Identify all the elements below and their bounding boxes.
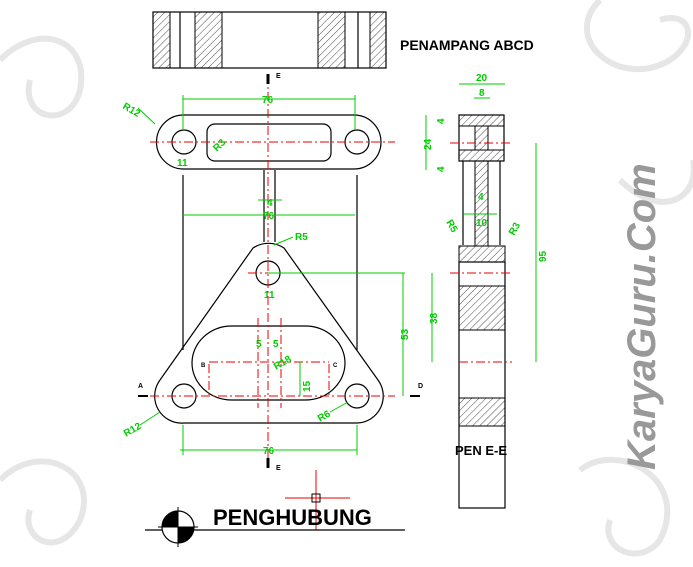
- mark-a: A: [138, 383, 143, 390]
- mark-d: D: [418, 383, 423, 390]
- side-dim-20: 20: [476, 73, 488, 84]
- dim-stem-4: 4: [267, 198, 273, 209]
- side-dim-10: 10: [476, 218, 488, 229]
- section-markers: E E A B C D: [138, 73, 423, 472]
- main-title: PENGHUBUNG: [213, 505, 372, 530]
- dim-top-76: 76: [262, 95, 274, 106]
- side-dim-38: 38: [429, 312, 440, 324]
- dim-slot-5b: 5: [273, 339, 279, 350]
- side-dim-r3: R3: [507, 221, 523, 238]
- dim-15: 15: [302, 380, 313, 392]
- mark-b: B: [201, 363, 206, 369]
- dim-hole-11: 11: [264, 290, 275, 301]
- dim-slot-5a: 5: [256, 339, 262, 350]
- dim-hole-11-top: 11: [177, 158, 188, 169]
- dim-r18: R18: [272, 354, 294, 373]
- dim-r6: R6: [316, 408, 333, 424]
- dim-bottom-76: 76: [263, 446, 275, 457]
- side-dimension-labels: 20 8 4 24 4 4 10 R5 R3 95 38: [423, 73, 549, 324]
- mark-c: C: [333, 363, 338, 369]
- mark-e-top: E: [276, 73, 281, 80]
- side-dim-4a: 4: [436, 118, 447, 124]
- section-ee-view: [425, 83, 537, 509]
- projection-symbol-icon: [158, 507, 198, 547]
- dim-r5: R5: [295, 232, 308, 243]
- dim-r12-bottom: R12: [122, 421, 144, 440]
- side-dim-4b: 4: [436, 166, 447, 172]
- side-dim-r5: R5: [443, 218, 459, 235]
- dim-r3: R3: [211, 137, 228, 154]
- side-dim-stem-4: 4: [478, 192, 484, 203]
- dim-r12-top: R12: [121, 101, 143, 120]
- section-abcd-view: [152, 11, 387, 69]
- title-block: PENGHUBUNG: [145, 470, 405, 547]
- dim-53: 53: [400, 328, 411, 340]
- title-section-ee: PEN E-E: [455, 443, 507, 458]
- side-dim-8: 8: [479, 88, 485, 99]
- mark-e-bottom: E: [276, 465, 281, 472]
- side-dim-24: 24: [423, 138, 434, 150]
- title-section-abcd: PENAMPANG ABCD: [400, 37, 534, 53]
- front-view: [137, 75, 405, 465]
- watermark: KaryaGuru.Com: [620, 163, 664, 470]
- side-dim-95: 95: [538, 250, 549, 262]
- dim-mid-76: 76: [263, 211, 275, 222]
